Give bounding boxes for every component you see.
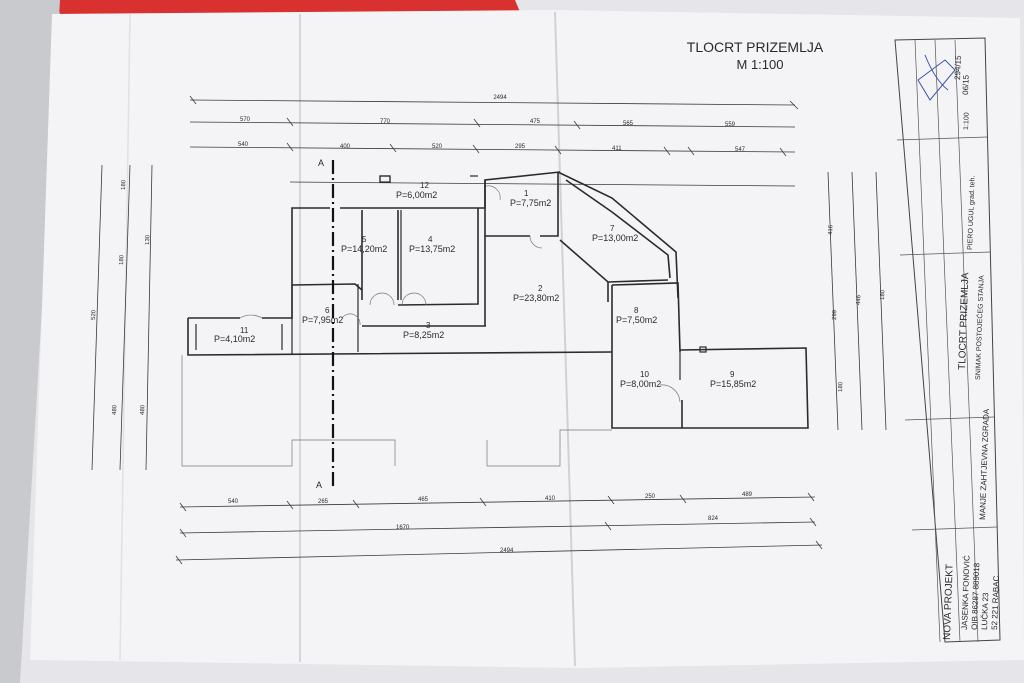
tb-investor: PIERO UGUL grad. teh. <box>967 175 977 250</box>
right-dimensions: 416 299 446 180 180 <box>827 171 887 431</box>
tb-date: 06/15 <box>961 74 971 95</box>
room-2-no: 2 <box>538 284 543 293</box>
plan-scale: M 1:100 <box>737 57 784 72</box>
dim-top-2-5: 559 <box>725 122 736 128</box>
room-5-no: 5 <box>362 235 367 244</box>
room-labels: 1 P=7,75m2 2 P=23,80m2 3 P=8,25m2 4 P=13… <box>214 181 756 389</box>
tb-company: NOVA PROJEKT <box>942 564 956 640</box>
tb-scale: 1:100 <box>963 112 971 130</box>
dim-top-2-4: 565 <box>623 121 634 127</box>
title-block: 294/15 06/15 1:100 PIERO UGUL grad. teh.… <box>894 37 1001 643</box>
top-dimensions: 2494 570 770 475 565 559 540 400 520 295… <box>189 95 799 187</box>
room-7-area: P=13,00m2 <box>592 233 638 243</box>
dim-top-3-5: 411 <box>612 146 622 152</box>
dim-left-6: 480 <box>140 404 146 415</box>
room-6-area: P=7,95m2 <box>302 315 343 325</box>
dim-bot-1-5: 250 <box>645 494 656 500</box>
section-marker-top: A <box>318 158 324 168</box>
room-12-area: P=6,00m2 <box>396 190 437 200</box>
dim-top-2-1: 570 <box>240 117 251 123</box>
room-1-area: P=7,75m2 <box>510 198 551 208</box>
left-shadow <box>0 0 60 683</box>
dim-bot-1-3: 465 <box>418 497 429 503</box>
floor-plan: A A <box>181 158 809 490</box>
dim-left-3: 180 <box>119 254 125 265</box>
fold-line <box>554 11 576 667</box>
room-8-no: 8 <box>634 306 639 315</box>
tb-project-no: 294/15 <box>953 55 963 80</box>
tb-building: MANJE ZAHTJEVNA ZGRADA <box>978 408 991 520</box>
dim-top-3-1: 540 <box>238 142 249 148</box>
bottom-dimensions: 540 265 465 410 250 489 1670 824 2494 <box>175 492 823 565</box>
paper-sheet <box>30 10 1024 668</box>
plan-title: TLOCRT PRIZEMLJA <box>687 39 824 55</box>
room-6-no: 6 <box>325 306 330 315</box>
dim-bot-1-4: 410 <box>545 496 556 502</box>
dim-top-3-3: 520 <box>432 144 443 150</box>
room-2-area: P=23,80m2 <box>513 293 559 303</box>
dim-bot-2-2: 824 <box>708 516 719 522</box>
dim-top-3-2: 400 <box>340 144 351 150</box>
room-10-no: 10 <box>640 370 649 379</box>
room-9-area: P=15,85m2 <box>710 379 756 389</box>
dim-left-4: 130 <box>145 234 151 245</box>
dim-top-overall: 2494 <box>493 95 507 101</box>
tb-address-3: LUČKA 23 <box>980 592 990 630</box>
dim-right-4: 180 <box>880 289 886 300</box>
dim-bot-2-1: 1670 <box>396 525 410 531</box>
fold-line <box>119 13 131 661</box>
room-1-no: 1 <box>524 189 529 198</box>
dim-right-2: 299 <box>832 309 838 320</box>
dim-right-3: 446 <box>856 294 862 305</box>
dim-left-5: 480 <box>112 404 118 415</box>
signature-mark <box>924 54 949 91</box>
dim-top-2-2: 770 <box>380 119 391 125</box>
room-8-area: P=7,50m2 <box>616 315 657 325</box>
room-12-no: 12 <box>420 181 429 190</box>
dim-right-1: 416 <box>828 224 834 235</box>
dim-bot-overall: 2494 <box>500 548 514 554</box>
left-dimensions: 520 180 180 130 480 480 <box>91 164 153 471</box>
tb-address-4: 52 221 RABAC <box>990 575 1001 630</box>
tb-address-2: OIB 86287 889018 <box>970 562 981 630</box>
room-4-area: P=13,75m2 <box>409 244 455 254</box>
dim-top-2-3: 475 <box>530 119 541 125</box>
dim-bot-1-2: 265 <box>318 499 329 505</box>
room-9-no: 9 <box>730 370 735 379</box>
stamp-mark <box>917 59 956 101</box>
room-3-no: 3 <box>426 321 431 330</box>
dim-left-1: 520 <box>91 309 97 320</box>
room-11-area: P=4,10m2 <box>214 334 255 344</box>
tb-address-1: JASENKA FONOVIĆ <box>960 555 972 630</box>
dim-right-5: 180 <box>838 381 844 392</box>
room-7-no: 7 <box>610 224 615 233</box>
dim-left-2: 180 <box>121 179 127 190</box>
room-11-no: 11 <box>240 326 249 335</box>
dim-bot-1-1: 540 <box>228 499 239 505</box>
section-marker-bottom: A <box>316 480 322 490</box>
room-4-no: 4 <box>428 235 433 244</box>
red-folder-edge <box>55 0 520 14</box>
dim-top-3-6: 547 <box>735 147 746 153</box>
tb-drawing-title: TLOCRT PRIZEMLJA <box>957 272 971 370</box>
dim-bot-1-6: 489 <box>742 492 753 498</box>
room-5-area: P=14,20m2 <box>341 244 387 254</box>
room-3-area: P=8,25m2 <box>403 330 444 340</box>
room-10-area: P=8,00m2 <box>620 379 661 389</box>
dim-top-3-4: 295 <box>515 144 526 150</box>
